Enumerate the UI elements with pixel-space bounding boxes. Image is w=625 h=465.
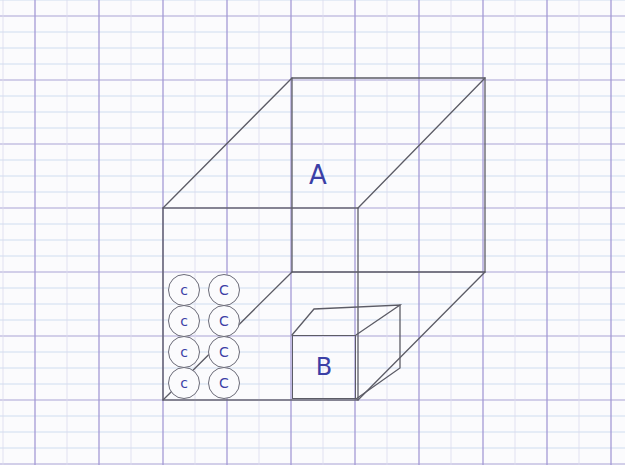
cylinder-circle: c	[168, 336, 200, 368]
node-label: c	[180, 345, 188, 359]
cylinder-circle: C	[208, 274, 240, 306]
grid-line	[0, 0, 625, 1]
cube-box: AcCcCcCcCB	[163, 78, 485, 400]
grid-line	[418, 0, 419, 465]
cylinder-circle: C	[208, 305, 240, 337]
cylinder-circle: C	[208, 367, 240, 399]
cube-edge	[358, 272, 485, 400]
grid-line	[0, 79, 625, 80]
node-label: B	[316, 355, 332, 379]
grid-line	[0, 96, 625, 97]
cube-front-face	[163, 208, 358, 400]
grid-line	[610, 0, 611, 465]
grid-line	[0, 448, 625, 449]
cube-edge	[358, 78, 485, 208]
grid-line	[0, 288, 625, 289]
grid-line	[451, 0, 452, 465]
grid-line	[0, 352, 625, 353]
grid-line	[0, 112, 625, 113]
node-label: A	[309, 162, 327, 188]
node-label: C	[219, 314, 229, 328]
grid-line	[0, 15, 625, 16]
node-label: C	[219, 376, 229, 390]
node-label: C	[219, 345, 229, 359]
small-cube-box: B	[292, 335, 356, 399]
grid-line	[0, 368, 625, 369]
cylinder-circle: c	[168, 367, 200, 399]
cylinder-circle: c	[168, 274, 200, 306]
grid-line	[3, 0, 4, 465]
node-label: c	[180, 283, 188, 297]
grid-line	[0, 320, 625, 321]
grid-line	[0, 240, 625, 241]
cube-edge	[163, 78, 292, 208]
cylinder-circle: c	[168, 305, 200, 337]
grid-line	[515, 0, 516, 465]
grid-line	[0, 384, 625, 385]
grid-line	[0, 416, 625, 417]
grid-line	[259, 0, 260, 465]
node-label: c	[180, 376, 188, 390]
grid-line	[546, 0, 547, 465]
cube-back-face	[292, 78, 485, 272]
node-label: C	[219, 283, 229, 297]
node-label: c	[180, 314, 188, 328]
grid-line	[0, 432, 625, 433]
grid-line	[0, 463, 625, 464]
grid-line	[387, 0, 388, 465]
grid-line	[0, 32, 625, 33]
grid-line	[131, 0, 132, 465]
grid-line	[323, 0, 324, 465]
grid-line	[0, 304, 625, 305]
small-cube-top	[292, 305, 400, 335]
grid-line	[0, 224, 625, 225]
grid-line	[0, 160, 625, 161]
cylinder-circle: C	[208, 336, 240, 368]
grid-line	[0, 256, 625, 257]
cube-edge	[163, 272, 292, 400]
grid-line	[0, 192, 625, 193]
grid-line	[482, 0, 483, 465]
small-cube-side	[356, 305, 400, 399]
grid-line	[579, 0, 580, 465]
grid-line	[0, 64, 625, 65]
grid-line	[0, 48, 625, 49]
grid-line	[98, 0, 99, 465]
grid-line	[67, 0, 68, 465]
grid-line	[195, 0, 196, 465]
grid-line	[0, 143, 625, 144]
grid-line	[34, 0, 35, 465]
grid-line	[0, 128, 625, 129]
